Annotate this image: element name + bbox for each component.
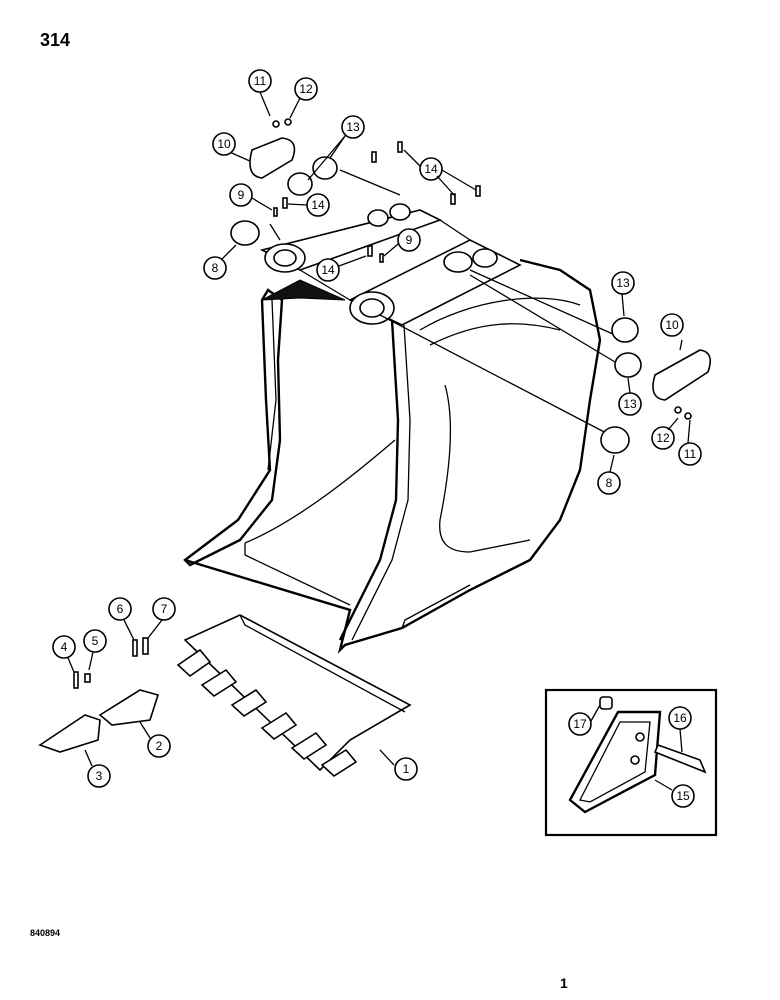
callout-leaders bbox=[67, 91, 691, 791]
callout-12-right: 12 bbox=[651, 426, 675, 450]
callout-14-low: 14 bbox=[316, 258, 340, 282]
svg-text:9: 9 bbox=[406, 233, 413, 247]
bucket-body bbox=[183, 203, 602, 654]
callout-17: 17 bbox=[568, 712, 592, 736]
footer-mark: 1 bbox=[560, 975, 568, 991]
svg-text:14: 14 bbox=[321, 263, 335, 277]
callout-1: 1 bbox=[394, 757, 418, 781]
callout-8-right: 8 bbox=[597, 471, 621, 495]
inset-box bbox=[544, 688, 718, 837]
callout-15: 15 bbox=[671, 784, 695, 808]
svg-text:7: 7 bbox=[161, 602, 168, 616]
svg-text:13: 13 bbox=[346, 120, 360, 134]
svg-text:8: 8 bbox=[212, 261, 219, 275]
svg-text:11: 11 bbox=[684, 447, 697, 461]
drawing-code: 840894 bbox=[30, 928, 61, 938]
svg-text:10: 10 bbox=[217, 137, 231, 151]
svg-text:3: 3 bbox=[96, 769, 103, 783]
page-number: 314 bbox=[40, 30, 71, 50]
svg-text:13: 13 bbox=[616, 276, 630, 290]
callout-11-top: 11 bbox=[248, 69, 272, 93]
svg-text:14: 14 bbox=[311, 198, 325, 212]
callout-2: 2 bbox=[147, 734, 171, 758]
callout-9-left: 9 bbox=[229, 183, 253, 207]
svg-text:4: 4 bbox=[61, 640, 68, 654]
callouts: 1 2 3 4 5 6 7 8 8 9 9 10 10 11 11 12 12 … bbox=[52, 69, 702, 808]
callout-13-top: 13 bbox=[341, 115, 365, 139]
callout-14-mid: 14 bbox=[306, 193, 330, 217]
callout-10-left: 10 bbox=[212, 132, 236, 156]
callout-7: 7 bbox=[152, 597, 176, 621]
callout-5: 5 bbox=[83, 629, 107, 653]
callout-14-top-right: 14 bbox=[419, 157, 443, 181]
bushing-parts bbox=[230, 156, 642, 454]
callout-12-top: 12 bbox=[294, 77, 318, 101]
callout-11-right: 11 bbox=[678, 442, 702, 466]
fittings-and-bolts bbox=[272, 118, 692, 420]
leader-lines bbox=[224, 149, 683, 436]
svg-text:2: 2 bbox=[156, 739, 163, 753]
svg-text:9: 9 bbox=[238, 188, 245, 202]
callout-3: 3 bbox=[87, 764, 111, 788]
tooth-parts bbox=[38, 637, 160, 753]
svg-text:14: 14 bbox=[424, 162, 438, 176]
svg-text:11: 11 bbox=[254, 74, 267, 88]
callout-10-right: 10 bbox=[660, 313, 684, 337]
cover-plates bbox=[249, 137, 711, 401]
callout-8-left: 8 bbox=[203, 256, 227, 280]
svg-text:1: 1 bbox=[403, 762, 410, 776]
svg-text:13: 13 bbox=[623, 397, 637, 411]
callout-4: 4 bbox=[52, 635, 76, 659]
callout-6: 6 bbox=[108, 597, 132, 621]
callout-16: 16 bbox=[668, 706, 692, 730]
svg-text:12: 12 bbox=[656, 431, 670, 445]
callout-13-lower-right: 13 bbox=[618, 392, 642, 416]
callout-9-mid: 9 bbox=[397, 228, 421, 252]
svg-text:16: 16 bbox=[673, 711, 687, 725]
svg-text:8: 8 bbox=[606, 476, 613, 490]
svg-text:17: 17 bbox=[573, 717, 587, 731]
tooth-rail bbox=[176, 614, 412, 778]
svg-text:15: 15 bbox=[676, 789, 690, 803]
svg-text:12: 12 bbox=[299, 82, 313, 96]
svg-text:5: 5 bbox=[92, 634, 99, 648]
svg-text:10: 10 bbox=[665, 318, 679, 332]
svg-text:6: 6 bbox=[117, 602, 124, 616]
callout-13-upper-right: 13 bbox=[611, 271, 635, 295]
